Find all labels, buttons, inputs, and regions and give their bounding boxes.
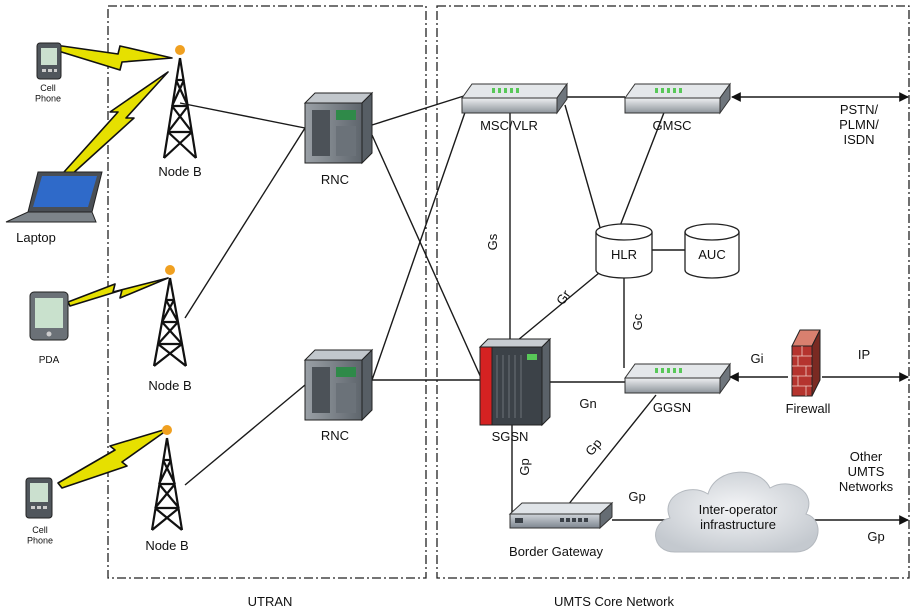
gmsc-label: GMSC bbox=[653, 118, 692, 133]
edge-gp-diagonal bbox=[567, 394, 657, 506]
edge-gmsc-hlr bbox=[619, 109, 666, 227]
interface-gp-diagonal-label: Gp bbox=[582, 436, 605, 459]
edge-rnc1-msc bbox=[371, 94, 468, 126]
node-b-2-icon[interactable] bbox=[152, 265, 188, 367]
radio-link-laptop-icon bbox=[63, 71, 169, 177]
gmsc-icon[interactable] bbox=[624, 82, 731, 115]
hlr-label: HLR bbox=[611, 247, 637, 262]
ip-label: IP bbox=[858, 347, 870, 362]
edge-gr bbox=[511, 267, 606, 346]
firewall-label: Firewall bbox=[786, 401, 831, 416]
interface-gp-external-label: Gp bbox=[867, 529, 884, 544]
core-network-region bbox=[436, 5, 910, 579]
utran-title: UTRAN bbox=[248, 594, 293, 609]
radio-link-phone-bottom-icon bbox=[57, 427, 171, 489]
interface-gr-label: Gr bbox=[553, 287, 574, 308]
rnc-1-label: RNC bbox=[321, 172, 349, 187]
edge-rnc2-msc bbox=[371, 97, 471, 381]
pstn-plmn-isdn-label: PSTN/PLMN/ISDN bbox=[839, 102, 879, 147]
node-b-3-icon[interactable] bbox=[150, 425, 184, 531]
auc-label: AUC bbox=[698, 247, 725, 262]
radio-link-phone-icon bbox=[54, 44, 173, 71]
cell-phone-bottom[interactable] bbox=[25, 477, 53, 519]
pda[interactable] bbox=[29, 291, 69, 341]
border-gateway-label: Border Gateway bbox=[509, 544, 603, 559]
msc-vlr-label: MSC/VLR bbox=[480, 118, 538, 133]
interface-gi-label: Gi bbox=[751, 351, 764, 366]
ggsn-icon[interactable] bbox=[624, 362, 731, 395]
pda-label: PDA bbox=[39, 355, 60, 366]
rnc-1-icon[interactable] bbox=[303, 91, 374, 165]
interface-gs-label: Gs bbox=[485, 233, 500, 250]
node-b-3-label: Node B bbox=[145, 538, 188, 553]
auc-database-icon[interactable] bbox=[684, 223, 740, 279]
interface-gp-vertical-label: Gp bbox=[517, 458, 532, 475]
laptop[interactable] bbox=[5, 171, 103, 223]
edge-msc-hlr bbox=[564, 104, 604, 239]
laptop-label: Laptop bbox=[16, 230, 56, 245]
edge-nodeb3-rnc2 bbox=[184, 384, 306, 486]
utran-region bbox=[107, 5, 427, 579]
radio-link-pda-icon bbox=[67, 277, 169, 307]
firewall-icon[interactable] bbox=[791, 329, 821, 397]
interface-gp-gateway-label: Gp bbox=[628, 489, 645, 504]
ggsn-label: GGSN bbox=[653, 400, 691, 415]
edge-rnc1-sgsn bbox=[371, 134, 483, 381]
cell-phone-top[interactable] bbox=[36, 42, 62, 80]
edge-nodeb2-rnc1 bbox=[184, 127, 306, 319]
msc-vlr-icon[interactable] bbox=[461, 82, 568, 115]
core-network-title: UMTS Core Network bbox=[554, 594, 674, 609]
sgsn-server-icon[interactable] bbox=[478, 337, 552, 427]
connections bbox=[179, 92, 909, 525]
sgsn-label: SGSN bbox=[492, 429, 529, 444]
interface-gc-label: Gc bbox=[630, 313, 645, 330]
edge-nodeb1-rnc1 bbox=[179, 102, 306, 129]
rnc-2-label: RNC bbox=[321, 428, 349, 443]
node-b-2-label: Node B bbox=[148, 378, 191, 393]
border-gateway-icon[interactable] bbox=[508, 501, 614, 530]
hlr-database-icon[interactable] bbox=[595, 223, 653, 279]
node-b-1-label: Node B bbox=[158, 164, 201, 179]
inter-operator-cloud-icon[interactable] bbox=[655, 471, 819, 553]
rnc-2-icon[interactable] bbox=[303, 348, 374, 422]
node-b-1-icon[interactable] bbox=[162, 45, 198, 159]
interface-gn-label: Gn bbox=[579, 396, 596, 411]
